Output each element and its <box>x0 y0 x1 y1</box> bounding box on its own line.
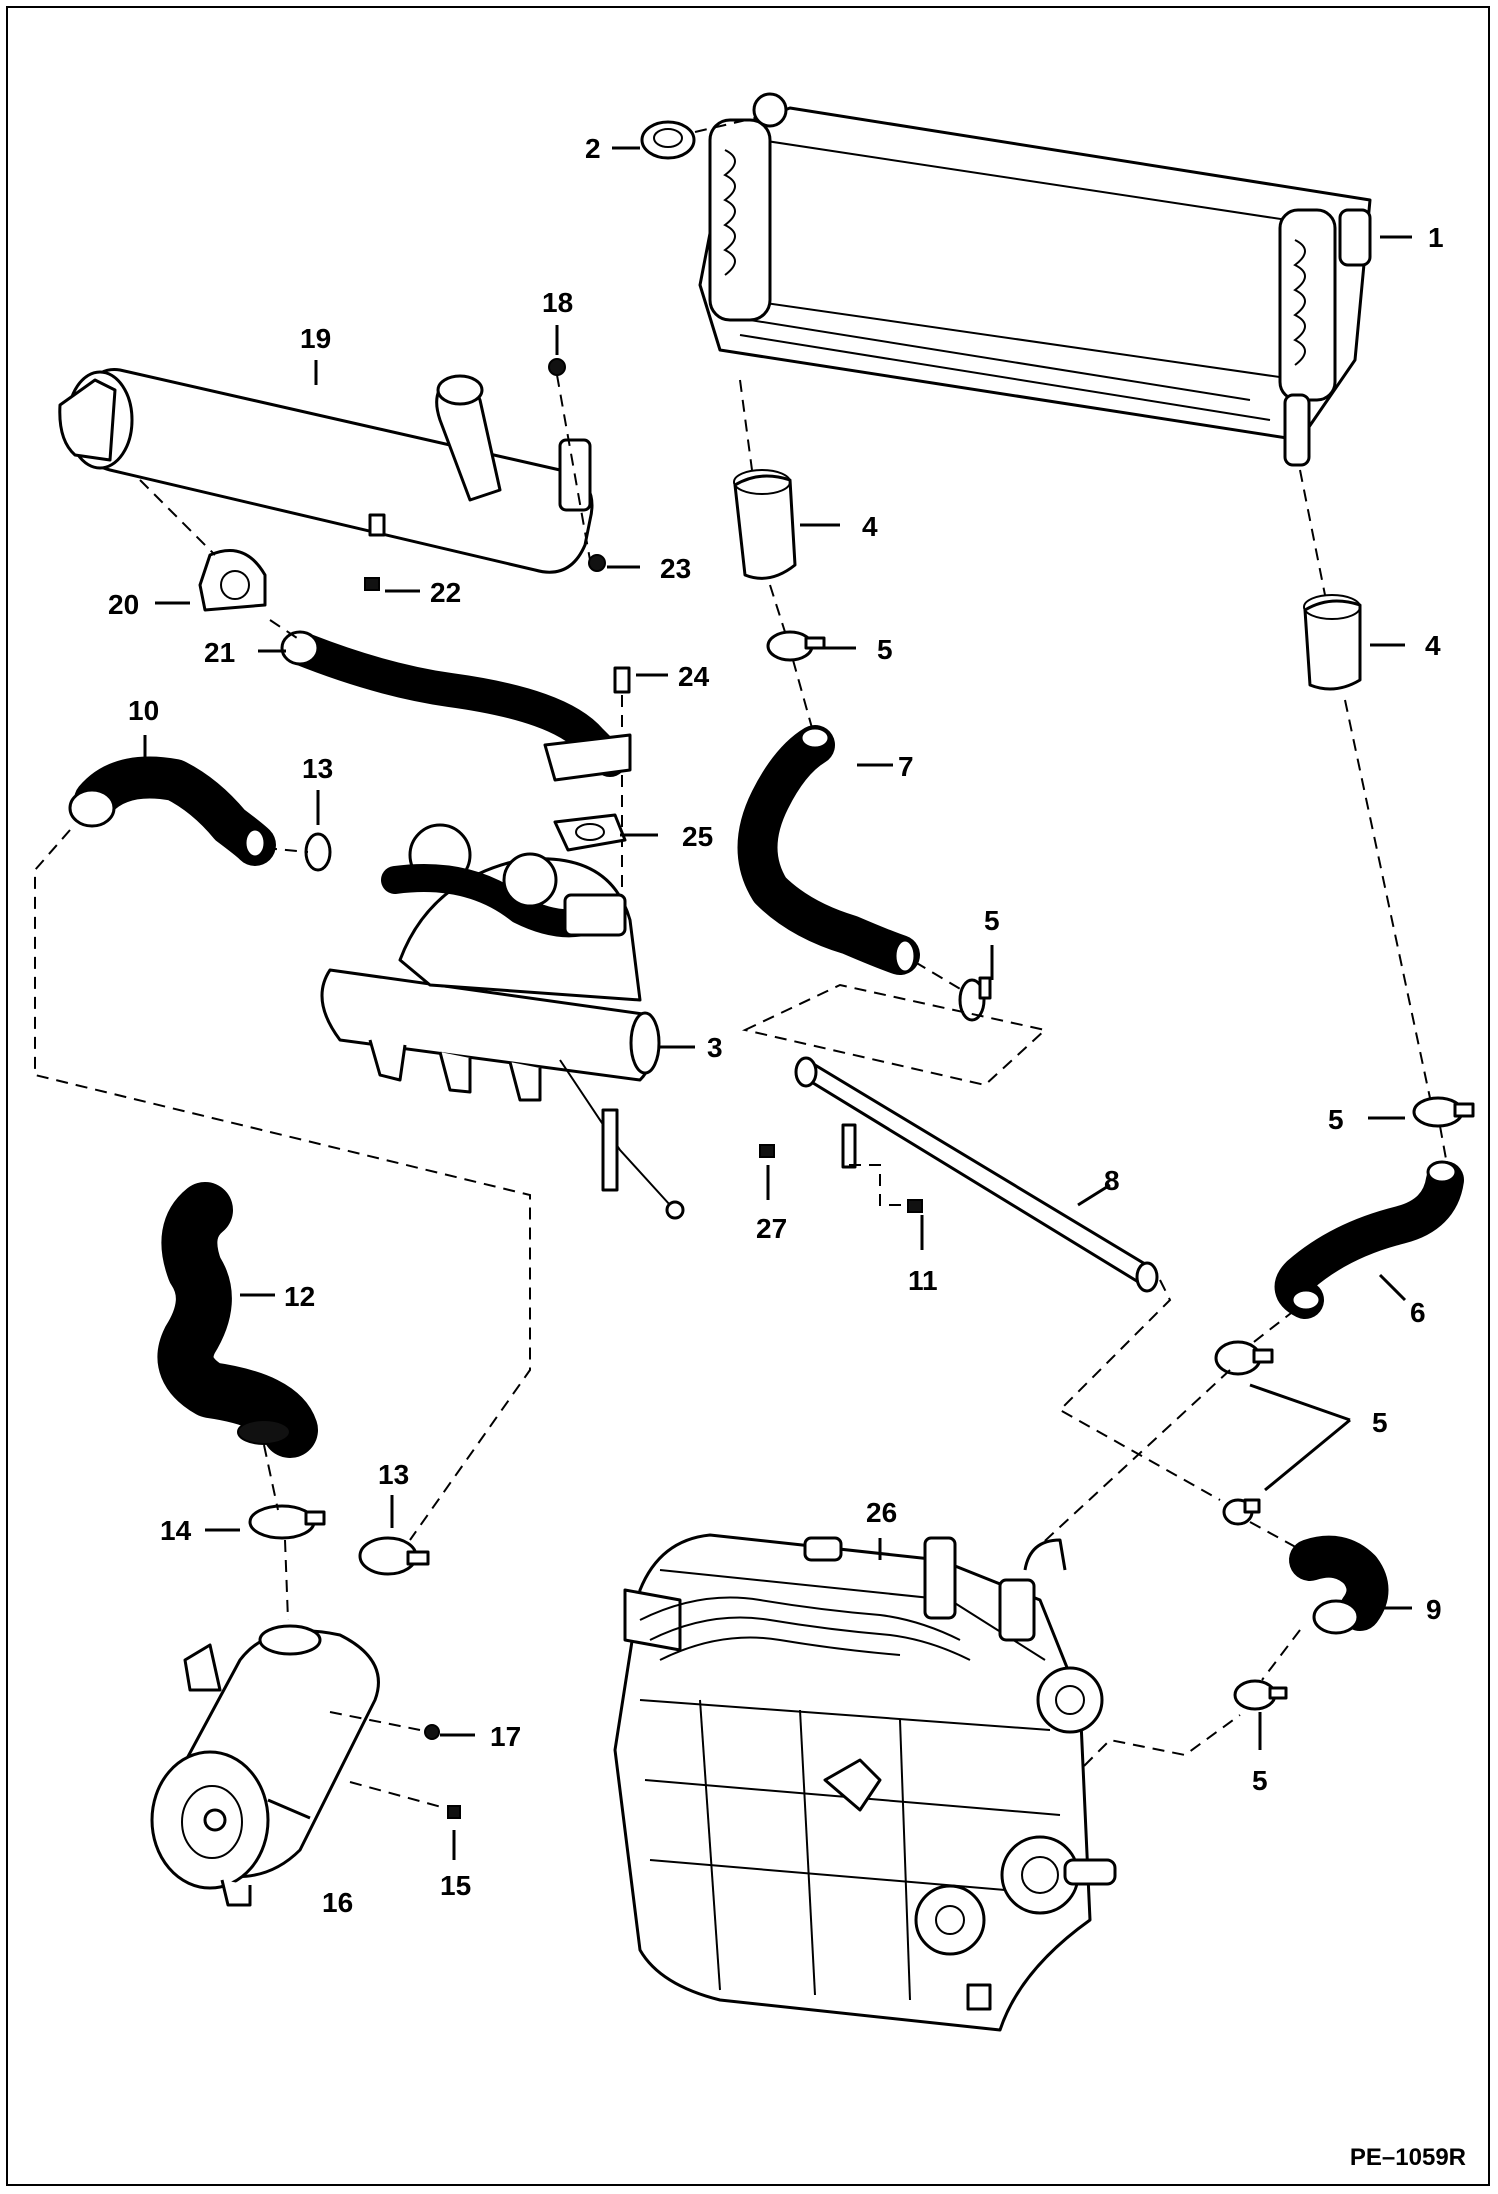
clamp-14 <box>248 1444 326 1621</box>
fasteners-muffler <box>364 358 631 900</box>
callout-22: 22 <box>430 577 461 608</box>
gasket <box>553 813 627 852</box>
callout-5-upper: 5 <box>877 634 893 665</box>
callout-8: 8 <box>1104 1165 1120 1196</box>
turbo-manifold <box>320 823 685 1220</box>
cushion-4-left <box>733 379 797 580</box>
tube-8 <box>741 983 1159 1293</box>
callout-18: 18 <box>542 287 573 318</box>
callout-13-upper: 13 <box>302 753 333 784</box>
hose-9 <box>1249 1521 1389 1681</box>
hose-6 <box>1249 1160 1464 1346</box>
callout-10: 10 <box>128 695 159 726</box>
engine <box>613 1533 1117 2032</box>
callout-5-right: 5 <box>1328 1104 1344 1135</box>
callout-5-hose7: 5 <box>984 905 1000 936</box>
clamp-5-right <box>1344 699 1475 1171</box>
fasteners-tube <box>759 1144 923 1213</box>
callout-26: 26 <box>866 1497 897 1528</box>
callout-21: 21 <box>204 637 235 668</box>
drawing-number: PE–1059R <box>1349 2144 1466 2171</box>
leader-lines <box>143 146 1412 1860</box>
clamp-5-center-upper <box>1214 1340 1274 1376</box>
cushion-4-right <box>1299 469 1362 691</box>
radiator-cap <box>640 117 756 160</box>
callout-4-left: 4 <box>862 511 878 542</box>
callout-4-right: 4 <box>1425 630 1441 661</box>
clamp-5-lower-right <box>1233 1679 1288 1711</box>
muffler <box>58 368 594 574</box>
callout-19: 19 <box>300 323 331 354</box>
clamp-5-upper-left <box>766 584 826 729</box>
exhaust-clamp-and-pipe <box>139 479 632 782</box>
hose-7 <box>737 725 920 975</box>
diagram-border <box>6 6 1490 2186</box>
callout-2: 2 <box>585 133 601 164</box>
callout-7: 7 <box>898 751 914 782</box>
hose-10 <box>68 756 276 866</box>
callout-13-lower: 13 <box>378 1459 409 1490</box>
muffler-16 <box>150 1624 380 1907</box>
callout-5-lower: 5 <box>1252 1765 1268 1796</box>
callout-1: 1 <box>1428 222 1444 253</box>
fasteners-16 <box>329 1711 461 1819</box>
callout-23: 23 <box>660 553 691 584</box>
hose-12 <box>157 1182 318 1458</box>
callout-25: 25 <box>682 821 713 852</box>
radiator <box>698 92 1372 467</box>
callout-9: 9 <box>1426 1594 1442 1625</box>
clamp-5-hose7-end <box>914 961 992 1022</box>
callout-27: 27 <box>756 1213 787 1244</box>
clamp-5-center-lower <box>1222 1498 1261 1526</box>
callout-12: 12 <box>284 1281 315 1312</box>
callout-14: 14 <box>160 1515 192 1546</box>
callout-20: 20 <box>108 589 139 620</box>
callout-3: 3 <box>707 1032 723 1063</box>
callout-16: 16 <box>322 1887 353 1918</box>
callout-11: 11 <box>908 1265 938 1296</box>
routing-lines <box>34 829 1241 1781</box>
callout-5-center: 5 <box>1372 1407 1388 1438</box>
clamp-13-lower <box>358 1536 430 1576</box>
callout-24: 24 <box>678 661 710 692</box>
callout-15: 15 <box>440 1870 471 1901</box>
clamp-13-upper <box>264 832 332 872</box>
callout-6: 6 <box>1410 1297 1426 1328</box>
callout-17: 17 <box>490 1721 521 1752</box>
callout-numbers: 1 2 3 4 4 5 5 5 5 5 6 7 8 9 10 11 12 13 … <box>108 133 1444 1918</box>
